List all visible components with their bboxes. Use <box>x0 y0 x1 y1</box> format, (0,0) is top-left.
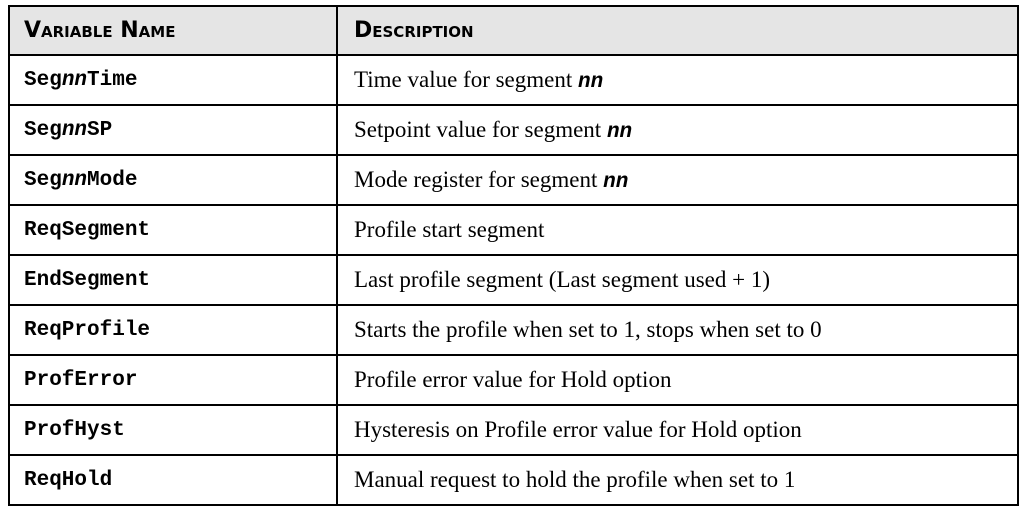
table-row: ReqProfile Starts the profile when set t… <box>8 304 1019 356</box>
variable-name-cell: SegnnMode <box>8 154 338 206</box>
variable-name-prefix: Seg <box>24 68 62 92</box>
description-placeholder: nn <box>606 120 633 144</box>
variable-name-placeholder: nn <box>61 168 88 192</box>
description-text: Manual request to hold the profile when … <box>354 466 796 492</box>
table-body: SegnnTime Time value for segment nn Segn… <box>8 54 1019 506</box>
description-text: Time value for segment <box>354 66 579 92</box>
table-row: ReqHold Manual request to hold the profi… <box>8 454 1019 506</box>
description-text: Mode register for segment <box>354 166 604 192</box>
variable-name-suffix: Time <box>87 68 138 92</box>
description-cell: Manual request to hold the profile when … <box>336 454 1019 506</box>
variable-name-cell: ProfHyst <box>8 404 338 456</box>
variable-name-cell: ReqHold <box>8 454 338 506</box>
table-header: Variable Name Description <box>8 5 1019 56</box>
variable-name-placeholder: nn <box>61 68 88 92</box>
description-placeholder: nn <box>603 170 629 194</box>
description-text: Profile start segment <box>354 216 545 242</box>
header-description: Description <box>336 5 1019 56</box>
table-row: ProfHyst Hysteresis on Profile error val… <box>8 404 1019 456</box>
variable-name-placeholder: nn <box>61 118 88 142</box>
description-text: Hysteresis on Profile error value for Ho… <box>354 416 802 442</box>
description-cell: Time value for segment nn <box>336 54 1019 106</box>
variable-name-cell: ReqProfile <box>8 304 338 356</box>
description-cell: Profile error value for Hold option <box>336 354 1019 406</box>
description-cell: Setpoint value for segment nn <box>336 104 1019 156</box>
description-cell: Starts the profile when set to 1, stops … <box>336 304 1019 356</box>
header-row: Variable Name Description <box>8 5 1019 56</box>
variable-name-prefix: Seg <box>24 118 62 142</box>
header-variable-name: Variable Name <box>8 5 338 56</box>
description-text: Starts the profile when set to 1, stops … <box>354 316 822 342</box>
variable-table: Variable Name Description SegnnTime Time… <box>8 5 1019 506</box>
variable-name-cell: SegnnSP <box>8 104 338 156</box>
variable-name-prefix: ReqHold <box>24 468 113 492</box>
variable-name-cell: SegnnTime <box>8 54 338 106</box>
table-row: SegnnTime Time value for segment nn <box>8 54 1019 106</box>
description-cell: Profile start segment <box>336 204 1019 256</box>
description-text: Setpoint value for segment <box>354 116 607 142</box>
variable-name-prefix: EndSegment <box>24 268 151 292</box>
description-text: Last profile segment (Last segment used … <box>354 266 770 292</box>
table-row: ReqSegment Profile start segment <box>8 204 1019 256</box>
description-cell: Hysteresis on Profile error value for Ho… <box>336 404 1019 456</box>
table-row: EndSegment Last profile segment (Last se… <box>8 254 1019 306</box>
variable-name-prefix: ProfHyst <box>24 418 125 442</box>
variable-name-cell: ProfError <box>8 354 338 406</box>
description-placeholder: nn <box>578 70 604 94</box>
description-cell: Last profile segment (Last segment used … <box>336 254 1019 306</box>
description-text: Profile error value for Hold option <box>354 366 672 392</box>
variable-name-suffix: SP <box>87 118 113 142</box>
table-row: SegnnMode Mode register for segment nn <box>8 154 1019 206</box>
variable-name-prefix: ReqProfile <box>24 318 151 342</box>
variable-name-cell: ReqSegment <box>8 204 338 256</box>
description-cell: Mode register for segment nn <box>336 154 1019 206</box>
variable-name-prefix: Seg <box>24 168 62 192</box>
variable-name-suffix: Mode <box>87 168 138 192</box>
table-row: ProfError Profile error value for Hold o… <box>8 354 1019 406</box>
variable-name-cell: EndSegment <box>8 254 338 306</box>
variable-name-prefix: ReqSegment <box>24 218 151 242</box>
table-row: SegnnSP Setpoint value for segment nn <box>8 104 1019 156</box>
variable-name-prefix: ProfError <box>24 368 138 392</box>
